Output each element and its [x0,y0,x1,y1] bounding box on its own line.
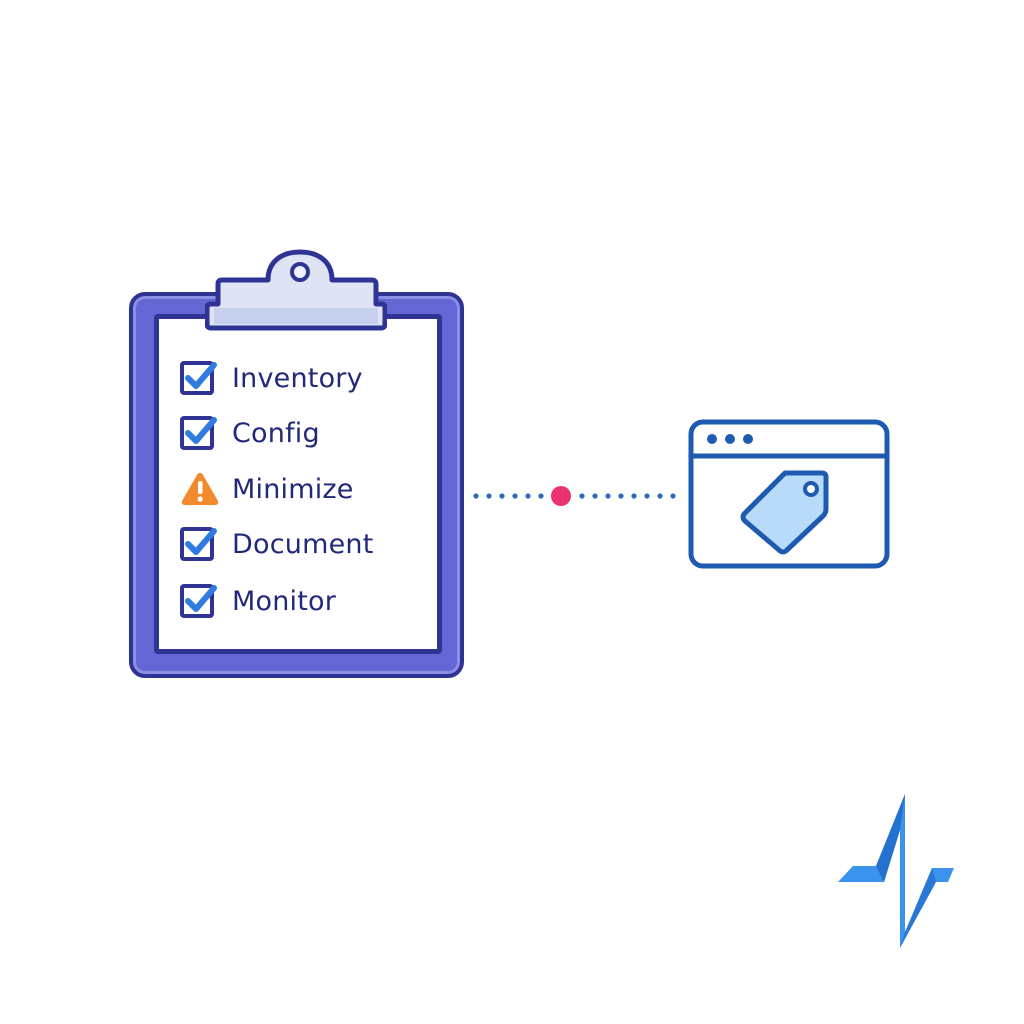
browser-window-tag-icon [688,419,890,569]
checklist-item-config[interactable]: Config [180,413,320,453]
checkbox-checked-icon[interactable] [180,581,220,621]
checklist-label: Inventory [232,362,363,394]
checkbox-checked-icon[interactable] [180,413,220,453]
price-tag-icon [740,470,829,555]
pulse-logo-icon [838,794,954,948]
checklist-label: Minimize [232,473,354,505]
checkbox-checked-icon[interactable] [180,524,220,564]
checklist-item-monitor[interactable]: Monitor [180,581,336,621]
dotted-connector [473,486,676,506]
clipboard-clip-icon [205,249,387,331]
checklist-item-document[interactable]: Document [180,524,373,564]
connector-node-icon [551,486,571,506]
checklist-label: Document [232,528,374,560]
checkbox-checked-icon[interactable] [180,358,220,398]
checklist-item-inventory[interactable]: Inventory [180,358,363,398]
checklist-label: Monitor [232,585,337,617]
checklist-item-minimize[interactable]: Minimize [180,469,354,509]
checklist-label: Config [232,417,320,449]
warning-triangle-icon [181,473,219,505]
